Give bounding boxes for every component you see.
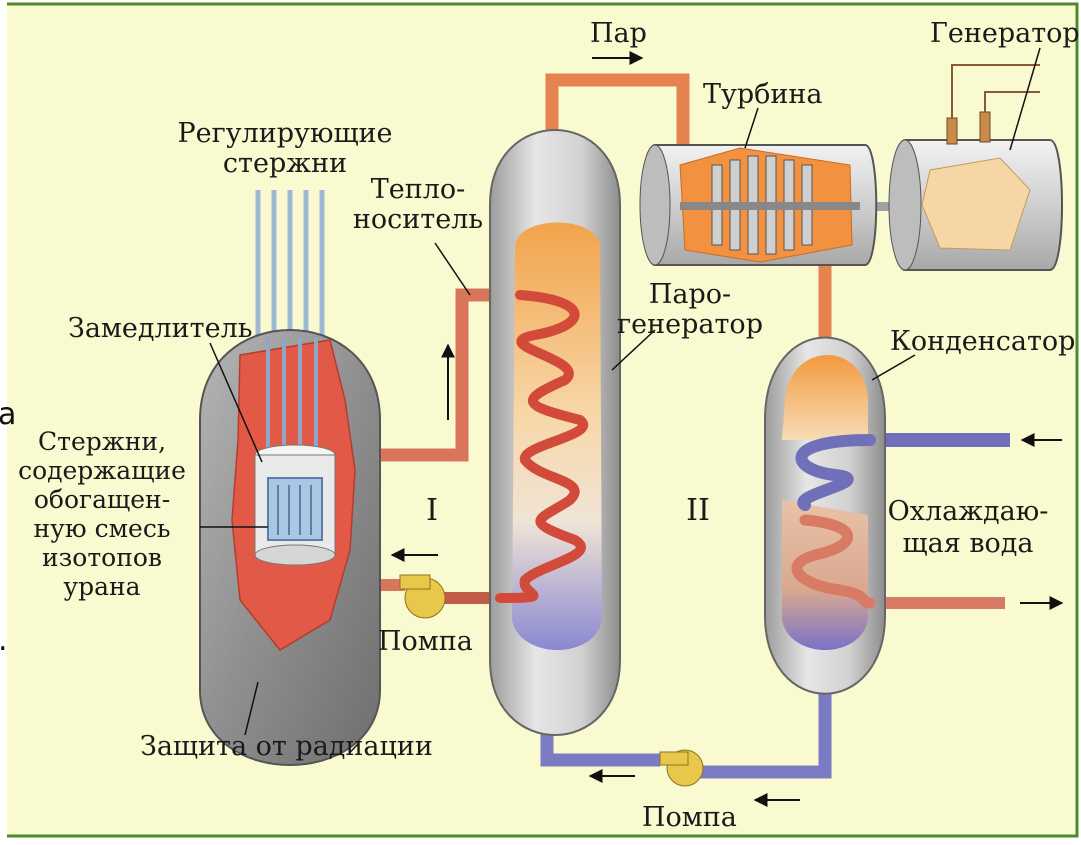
control-rods-label-1: Регулирующие — [177, 118, 392, 149]
cooling-water-label-2: щая вода — [903, 528, 1034, 559]
circuit-two-label: II — [686, 493, 710, 528]
fuel-rods-label-2: содержащие — [18, 456, 186, 485]
coolant-label-1: Тепло- — [371, 174, 466, 205]
turbine-label: Турбина — [703, 79, 823, 110]
generator-end — [889, 140, 921, 270]
control-rods-label-2: стержни — [223, 148, 347, 179]
fuel-rods-label-5: изотопов — [42, 543, 162, 572]
fuel-rods-label-1: Стержни, — [38, 427, 166, 456]
radiation-shield-label: Защита от радиации — [140, 731, 433, 762]
fuel-assembly — [268, 478, 322, 540]
secondary-pump-label: Помпа — [642, 802, 737, 833]
coolant-label-2: носитель — [353, 204, 483, 235]
cooling-water-label-1: Охлаждаю- — [888, 496, 1049, 527]
generator-label: Генератор — [930, 18, 1080, 49]
moderator-label: Замедлитель — [68, 313, 252, 344]
turbine-end — [640, 145, 670, 265]
fuel-rods-label-3: обогащен- — [34, 485, 170, 514]
turbine-shaft — [680, 202, 860, 210]
circuit-one-label: I — [426, 493, 438, 528]
moderator-bottom — [255, 545, 335, 565]
primary-pump-label: Помпа — [378, 626, 473, 657]
steam-generator-label-1: Паро- — [649, 279, 731, 310]
steam-label: Пар — [590, 18, 647, 49]
condenser-label: Конденсатор — [890, 326, 1075, 357]
edge-fragment-dot: . — [0, 623, 8, 658]
steam-generator-label-2: генератор — [617, 309, 763, 340]
edge-fragment-a: а — [0, 397, 16, 432]
fuel-rods-label-6: урана — [63, 572, 140, 601]
fuel-rods-label-4: ную смесь — [34, 514, 171, 543]
